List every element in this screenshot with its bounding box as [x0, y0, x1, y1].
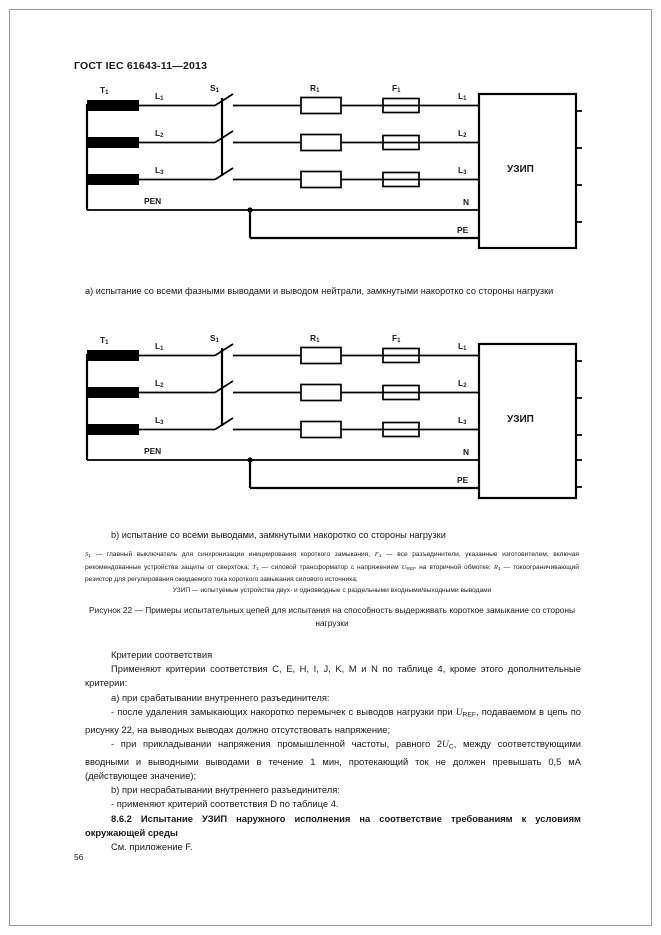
label-line-l2: L2	[155, 128, 164, 140]
label-resistor-r1: R1	[310, 83, 320, 95]
label-spd-input-n: N	[463, 197, 470, 207]
label-transformer-t1: T1	[100, 85, 109, 97]
label-line-l3: L3	[155, 415, 164, 427]
body-text-block: Критерии соответствия Применяют критерии…	[85, 648, 581, 854]
label-spd-input-pe: PE	[457, 225, 469, 235]
circuit-schematic-a	[85, 92, 582, 250]
label-line-l3: L3	[155, 165, 164, 177]
circuit-schematic-b	[85, 342, 582, 500]
legend-symbol-uref: UREF	[401, 563, 417, 572]
figure-number-line2: замыкание со стороны нагрузки	[315, 605, 576, 628]
paragraph-item-a: a) при срабатывании внутреннего разъедин…	[111, 691, 330, 703]
legend-text-s1: — главный выключатель для синхронизации …	[91, 551, 375, 558]
label-transformer-t1: T1	[100, 335, 109, 347]
label-pen: PEN	[144, 196, 162, 206]
figure-22b-circuit-diagram: T1 S1 R1 F1 L1 L2 L3 PEN L1 L2 L3 N PE У…	[82, 334, 582, 502]
legend-symbol-f1: F1	[374, 551, 382, 560]
label-line-l1: L1	[155, 91, 164, 103]
label-spd-input-pe: PE	[457, 475, 469, 485]
paragraph-dash-3: - применяют критерий соответствия D по т…	[111, 798, 339, 810]
figure-22a-caption: a) испытание со всеми фазными выводами и…	[85, 286, 554, 296]
label-resistor-r1: R1	[310, 333, 320, 345]
label-spd-input-l3: L3	[458, 165, 467, 177]
symbol-uref: UREF	[455, 707, 476, 719]
legend-text-spd: УЗИП — испытуемые устройства двух- и одн…	[172, 586, 492, 594]
label-spd-input-n: N	[463, 447, 470, 457]
label-spd-input-l1: L1	[458, 91, 467, 103]
legend-text-f1: — все разъединители, указанные изготовит…	[85, 551, 580, 571]
figure-22-number-caption: Рисунок 22 — Примеры испытательных цепей…	[85, 604, 579, 630]
legend-text-r1: — токоограничивающий резистор для регули…	[85, 563, 579, 584]
label-pen: PEN	[144, 446, 162, 456]
paragraph-item-b: b) при несрабатывании внутреннего разъед…	[111, 784, 340, 796]
page-number: 56	[74, 852, 84, 862]
document-header-standard-number: ГОСТ IEC 61643-11—2013	[74, 60, 208, 72]
label-line-l1: L1	[155, 341, 164, 353]
figure-22a-circuit-diagram: T1 S1 R1 F1 L1 L2 L3 PEN L1 L2 L3 N PE У…	[82, 84, 582, 252]
legend-symbol-r1: R1	[493, 563, 501, 572]
dash-2-pre: - при прикладывании напряжения промышлен…	[111, 737, 443, 749]
figure-legend-key: S1 — главный выключатель для синхронизац…	[85, 550, 579, 596]
paragraph-dash-1: - после удаления замыкающих накоротко пе…	[85, 705, 581, 737]
label-switch-s1: S1	[210, 333, 219, 345]
label-switch-s1: S1	[210, 83, 219, 95]
legend-symbol-t1: T1	[252, 563, 259, 572]
symbol-uc: UC	[442, 739, 454, 751]
label-spd-input-l2: L2	[458, 378, 467, 390]
label-spd-input-l3: L3	[458, 415, 467, 427]
legend-text-t1-b: на вторичной обмотке;	[416, 563, 494, 571]
section-heading-8-6-2: 8.6.2 Испытание УЗИП наружного исполнени…	[85, 812, 581, 840]
figure-22b-caption: b) испытание со всеми выводами, замкнуты…	[111, 530, 446, 540]
section-title: Испытание УЗИП наружного исполнения на с…	[85, 812, 581, 838]
paragraph-criteria-heading: Критерии соответствия	[111, 649, 213, 660]
dash-1-pre: - после удаления замыкающих накоротко пе…	[111, 705, 456, 717]
legend-symbol-s1: S1	[85, 551, 92, 560]
paragraph-criteria-intro: Применяют критерии соответствия C, E, H,…	[85, 663, 581, 689]
paragraph-see-annex: См. приложение F.	[111, 841, 193, 853]
label-spd-input-l2: L2	[458, 128, 467, 140]
paragraph-dash-2: - при прикладывании напряжения промышлен…	[85, 737, 581, 783]
label-line-l2: L2	[155, 378, 164, 390]
dash-1-post: , подаваемом в цепь по рисунку 22, на вы…	[85, 705, 581, 735]
section-number: 8.6.2	[111, 812, 132, 824]
figure-number-line1: Рисунок 22 — Примеры испытательных цепей…	[88, 605, 484, 615]
label-spd-device: УЗИП	[507, 164, 534, 175]
label-fuse-f1: F1	[392, 83, 401, 95]
label-spd-input-l1: L1	[458, 341, 467, 353]
dash-2-post: , между соответствующими вводными и выво…	[85, 737, 581, 781]
label-spd-device: УЗИП	[507, 414, 534, 425]
legend-text-t1-a: — силовой трансформатор с напряжением	[258, 563, 402, 571]
label-fuse-f1: F1	[392, 333, 401, 345]
